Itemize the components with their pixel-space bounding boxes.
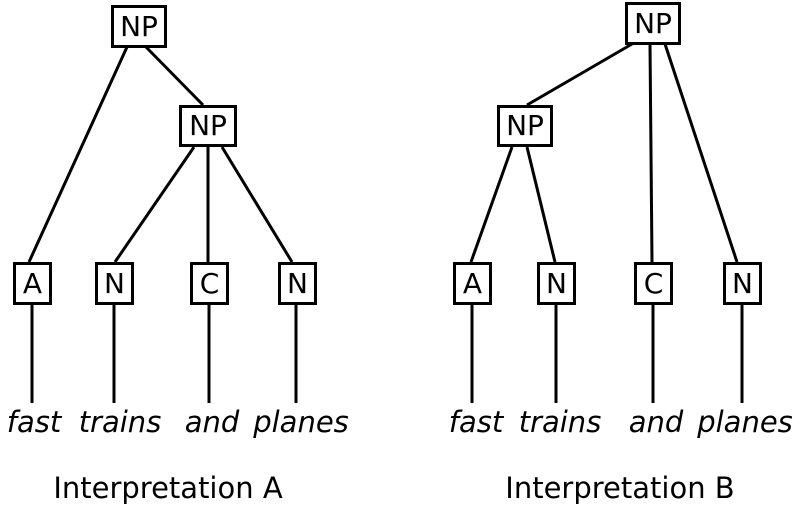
tree-a-root-np-node: NP xyxy=(111,5,167,48)
edge-a-root-to-inner-np xyxy=(144,45,205,107)
edge-b-inner-to-N1 xyxy=(525,146,557,263)
tree-a-noun2-node: N xyxy=(278,262,317,305)
tree-a-word-and: and xyxy=(184,405,240,439)
tree-b-word-and: and xyxy=(628,405,684,439)
edge-b-root-to-C xyxy=(648,43,654,263)
tree-b-word-trains: trains xyxy=(518,405,602,439)
tree-b-inner-np-node: NP xyxy=(497,105,553,147)
tree-b-caption: Interpretation B xyxy=(505,471,735,505)
tree-b-noun1-node: N xyxy=(537,262,576,305)
tree-a-word-fast: fast xyxy=(6,405,62,439)
tree-b-adjective-node: A xyxy=(453,262,492,305)
tree-a-noun1-node: N xyxy=(95,262,134,305)
tree-b-word-planes: planes xyxy=(697,405,793,439)
tree-a-word-planes: planes xyxy=(253,405,349,439)
tree-b-conjunction-node: C xyxy=(634,262,673,305)
edge-a-inner-to-N2 xyxy=(220,146,294,263)
tree-a-inner-np-node: NP xyxy=(179,105,237,147)
tree-a-caption: Interpretation A xyxy=(53,471,283,505)
edge-b-root-to-N2 xyxy=(663,43,739,263)
tree-a-conjunction-node: C xyxy=(190,262,229,305)
tree-a-word-trains: trains xyxy=(78,405,162,439)
edge-b-inner-to-A xyxy=(469,146,514,263)
tree-b-root-np-node: NP xyxy=(625,2,681,45)
edge-a-root-to-A xyxy=(27,46,129,263)
edge-a-inner-to-N1 xyxy=(113,146,196,263)
tree-a-adjective-node: A xyxy=(13,262,52,305)
edge-b-root-to-inner-np xyxy=(526,42,633,107)
tree-b-word-fast: fast xyxy=(448,405,504,439)
tree-b-noun2-node: N xyxy=(723,262,762,305)
